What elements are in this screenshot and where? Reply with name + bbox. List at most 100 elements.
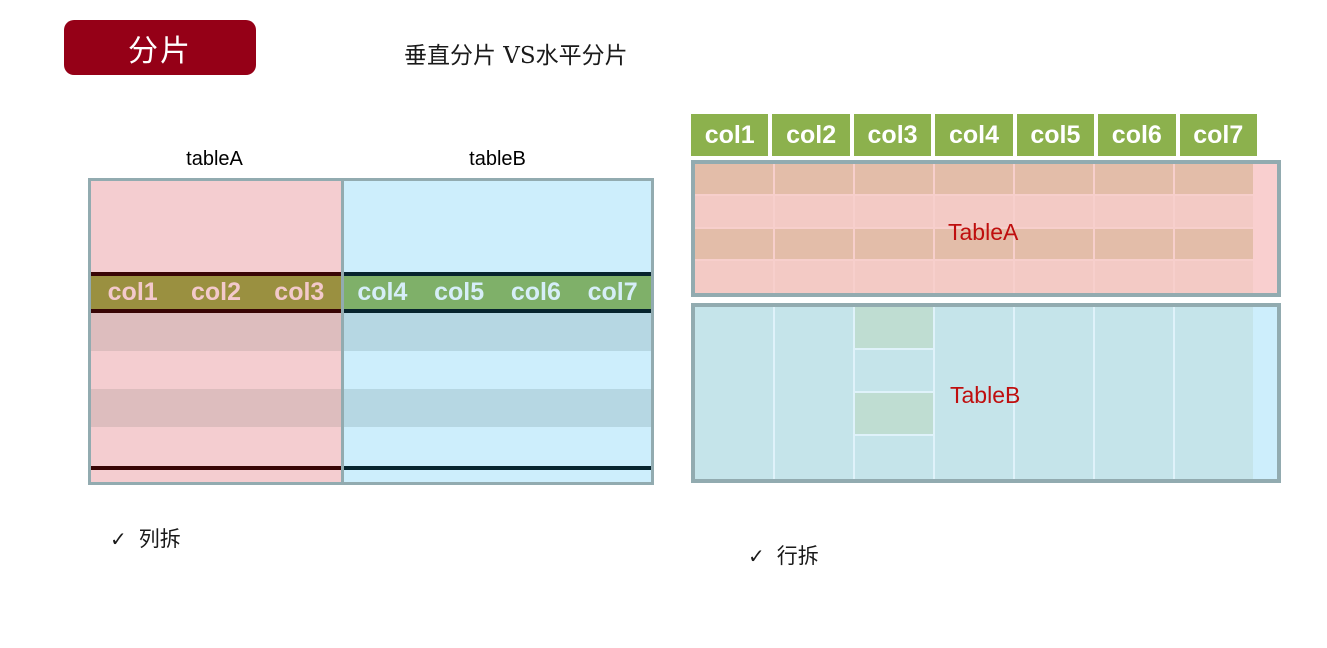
tablea-label: tableA bbox=[186, 148, 243, 170]
column-header-cell: col4 bbox=[935, 114, 1013, 156]
column-header-cell: col6 bbox=[1098, 114, 1176, 156]
grid-cell bbox=[695, 196, 773, 229]
tableb-column-cell: col7 bbox=[587, 278, 638, 306]
page-title-badge: 分片 bbox=[64, 20, 256, 75]
grid-cell bbox=[1015, 164, 1093, 197]
grid-cell bbox=[855, 164, 933, 197]
check-icon: ✓ bbox=[110, 527, 127, 551]
grid-cell bbox=[935, 260, 1013, 293]
column-header-cell: col2 bbox=[772, 114, 850, 156]
grid-cell bbox=[935, 228, 1013, 261]
grid-cell bbox=[935, 196, 1013, 229]
grid-cell bbox=[1095, 228, 1173, 261]
horizontal-sharding-note: ✓ 行拆 bbox=[748, 540, 819, 570]
grid-column bbox=[695, 307, 775, 479]
grid-cell bbox=[1015, 228, 1093, 261]
tablea-column-cell: col3 bbox=[274, 278, 325, 306]
grid-cell-highlight bbox=[855, 307, 933, 350]
horizontal-sharding-column-headers: col1 col2 col3 col4 col5 col6 col7 bbox=[691, 114, 1257, 156]
column-header-cell: col1 bbox=[691, 114, 769, 156]
tablea-bottom-block bbox=[91, 470, 341, 482]
grid-cell bbox=[1095, 196, 1173, 229]
tableb-data-row bbox=[344, 389, 651, 427]
horizontal-tablea-label: TableA bbox=[948, 219, 1019, 245]
column-header-cell: col5 bbox=[1016, 114, 1095, 156]
horizontal-sharding-diagram: col1 col2 col3 col4 col5 col6 col7 bbox=[691, 114, 1281, 483]
grid-cell bbox=[1175, 260, 1253, 293]
horizontal-tablea-box: TableA bbox=[691, 160, 1281, 297]
grid-column bbox=[1095, 164, 1175, 293]
page-title-text: 分片 bbox=[128, 33, 192, 69]
horizontal-tablea-grid bbox=[695, 164, 1253, 293]
grid-column bbox=[1015, 164, 1095, 293]
vertical-sharding-note-text: 列拆 bbox=[138, 527, 181, 551]
tableb-data-row bbox=[344, 351, 651, 389]
grid-cell bbox=[1015, 260, 1093, 293]
grid-cell bbox=[855, 436, 933, 479]
horizontal-tableb-grid bbox=[695, 307, 1253, 479]
grid-column bbox=[935, 307, 1015, 479]
grid-cell bbox=[695, 228, 773, 261]
tableb-half: col4 col5 col6 col7 bbox=[344, 181, 651, 482]
grid-cell bbox=[775, 228, 853, 261]
tablea-data-row bbox=[91, 389, 341, 427]
grid-cell bbox=[1015, 196, 1093, 229]
tableb-column-cell: col6 bbox=[510, 278, 561, 306]
grid-cell bbox=[855, 260, 933, 293]
grid-cell bbox=[775, 260, 853, 293]
grid-cell bbox=[1095, 260, 1173, 293]
page-subtitle: 垂直分片 VS水平分片 bbox=[404, 43, 628, 69]
tableb-column-band: col4 col5 col6 col7 bbox=[344, 272, 651, 313]
column-header-cell: col3 bbox=[853, 114, 932, 156]
tablea-data-row bbox=[91, 313, 341, 351]
grid-column bbox=[775, 164, 855, 293]
grid-cell-highlight bbox=[855, 393, 933, 436]
vertical-sharding-table-labels: tableA tableB bbox=[88, 148, 654, 178]
tableb-bottom-rule bbox=[344, 466, 651, 470]
grid-cell bbox=[1175, 228, 1253, 261]
grid-cell bbox=[775, 164, 853, 197]
tableb-label: tableB bbox=[469, 148, 526, 170]
horizontal-tableb-label: TableB bbox=[950, 382, 1021, 408]
grid-cell bbox=[855, 196, 933, 229]
tableb-column-cell: col5 bbox=[434, 278, 485, 306]
grid-cell bbox=[695, 260, 773, 293]
grid-cell bbox=[1175, 196, 1253, 229]
vertical-sharding-note: ✓ 列拆 bbox=[110, 523, 181, 553]
tableb-data-row bbox=[344, 313, 651, 351]
grid-column bbox=[695, 164, 775, 293]
grid-column bbox=[775, 307, 855, 479]
tablea-column-cell: col1 bbox=[107, 278, 158, 306]
grid-column bbox=[1015, 307, 1095, 479]
grid-cell bbox=[775, 196, 853, 229]
tablea-data-row bbox=[91, 351, 341, 389]
vertical-sharding-diagram: tableA tableB col1 col2 col3 col4 col5 bbox=[88, 148, 654, 485]
grid-column bbox=[935, 164, 1015, 293]
horizontal-sharding-note-text: 行拆 bbox=[776, 544, 819, 568]
tableb-bottom-block bbox=[344, 470, 651, 482]
grid-column bbox=[855, 164, 935, 293]
grid-cell bbox=[855, 350, 933, 393]
grid-column bbox=[1175, 164, 1253, 293]
check-icon: ✓ bbox=[748, 544, 765, 568]
tableb-column-cell: col4 bbox=[357, 278, 408, 306]
grid-column bbox=[1095, 307, 1175, 479]
tablea-column-cell: col2 bbox=[190, 278, 241, 306]
grid-cell bbox=[1175, 164, 1253, 197]
horizontal-tableb-box: TableB bbox=[691, 303, 1281, 483]
grid-cell bbox=[1095, 164, 1173, 197]
tablea-data-row bbox=[91, 427, 341, 466]
tablea-half: col1 col2 col3 bbox=[91, 181, 344, 482]
grid-column-split bbox=[855, 307, 935, 479]
tableb-top-block bbox=[344, 181, 651, 272]
tableb-data-row bbox=[344, 427, 651, 466]
tablea-column-band: col1 col2 col3 bbox=[91, 272, 341, 313]
tablea-top-block bbox=[91, 181, 341, 272]
column-header-cell: col7 bbox=[1179, 114, 1257, 156]
grid-cell bbox=[855, 228, 933, 261]
grid-cell bbox=[935, 164, 1013, 197]
grid-cell bbox=[695, 164, 773, 197]
grid-column bbox=[1175, 307, 1253, 479]
tablea-bottom-rule bbox=[91, 466, 341, 470]
vertical-sharding-table: col1 col2 col3 col4 col5 col6 col7 bbox=[88, 178, 654, 485]
